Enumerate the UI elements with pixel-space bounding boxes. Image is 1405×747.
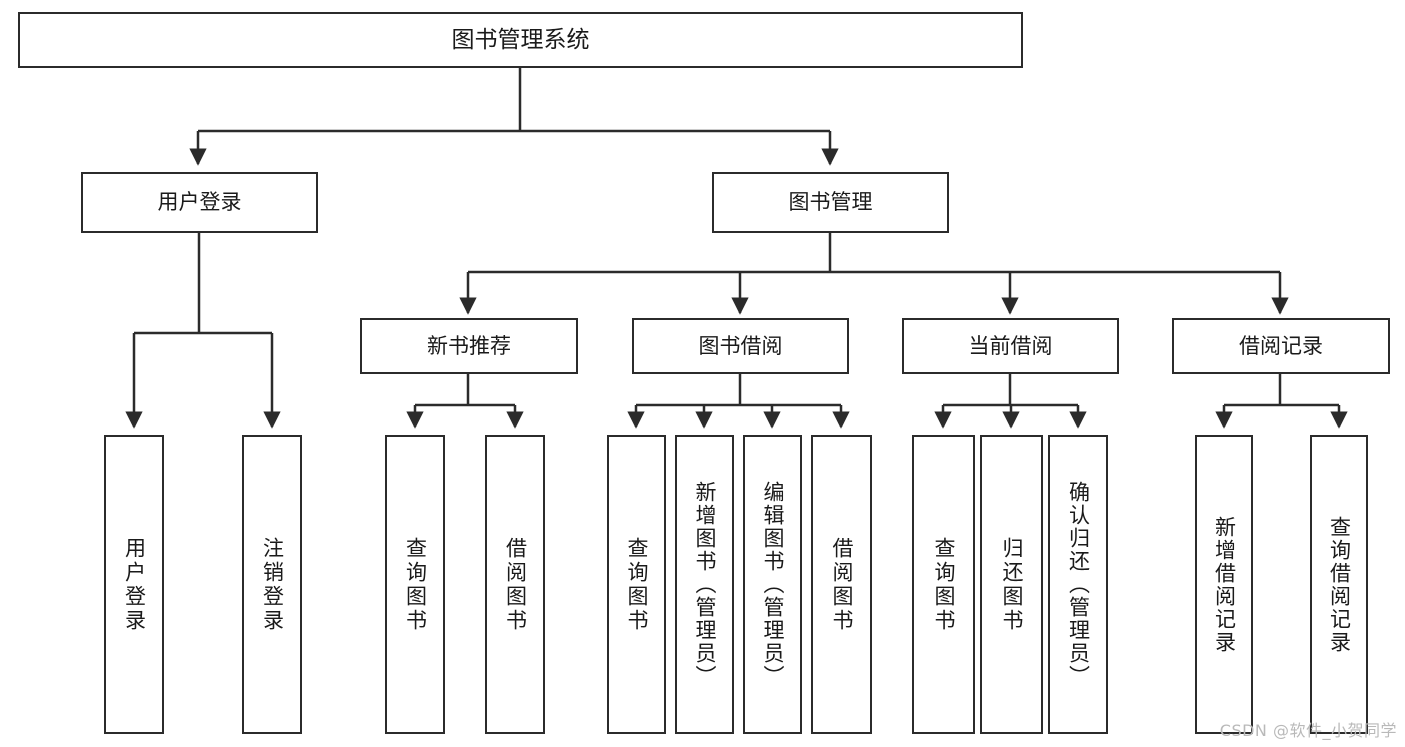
node-user-login[interactable]: 用户登录 [81,172,318,233]
node-label: 查询图书 [625,536,649,633]
node-current-borrow[interactable]: 当前借阅 [902,318,1119,374]
node-label: 确认归还（管理员） [1066,481,1091,688]
node-book-borrow[interactable]: 图书借阅 [632,318,849,374]
leaf-borrow-record-query[interactable]: 查询借阅记录 [1310,435,1368,734]
node-label: 当前借阅 [968,333,1053,358]
node-label: 用户登录 [122,536,147,633]
node-new-book-recommend[interactable]: 新书推荐 [360,318,578,374]
leaf-user-login-login[interactable]: 用户登录 [104,435,164,734]
node-label: 借阅图书 [503,536,528,633]
node-label: 查询借阅记录 [1327,515,1352,654]
leaf-current-borrow-return[interactable]: 归还图书 [980,435,1043,734]
leaf-book-borrow-borrow[interactable]: 借阅图书 [811,435,872,734]
leaf-book-borrow-add[interactable]: 新增图书（管理员） [675,435,734,734]
node-root-system[interactable]: 图书管理系统 [18,12,1023,68]
leaf-user-login-logout[interactable]: 注销登录 [242,435,302,734]
node-label: 新增借阅记录 [1212,515,1237,654]
node-book-management[interactable]: 图书管理 [712,172,949,233]
node-borrow-record[interactable]: 借阅记录 [1172,318,1390,374]
node-label: 新书推荐 [427,333,511,358]
leaf-book-borrow-query[interactable]: 查询图书 [607,435,666,734]
leaf-current-borrow-query[interactable]: 查询图书 [912,435,975,734]
node-label: 借阅图书 [830,536,854,633]
leaf-book-borrow-edit[interactable]: 编辑图书（管理员） [743,435,802,734]
node-label: 归还图书 [1000,536,1024,633]
node-label: 新增图书（管理员） [693,481,717,688]
node-label: 图书管理 [788,190,873,215]
leaf-new-book-borrow[interactable]: 借阅图书 [485,435,545,734]
node-label: 查询图书 [403,536,428,633]
watermark-text: CSDN @软件_小贺同学 [1219,721,1397,740]
node-label: 图书借阅 [698,333,783,358]
leaf-new-book-query[interactable]: 查询图书 [385,435,445,734]
node-label: 编辑图书（管理员） [761,481,785,688]
leaf-borrow-record-add[interactable]: 新增借阅记录 [1195,435,1253,734]
node-label: 图书管理系统 [451,26,590,53]
node-label: 借阅记录 [1239,333,1323,358]
node-label: 用户登录 [157,190,242,215]
node-label: 注销登录 [260,536,285,633]
node-label: 查询图书 [932,536,956,633]
leaf-current-borrow-confirm-return[interactable]: 确认归还（管理员） [1048,435,1108,734]
